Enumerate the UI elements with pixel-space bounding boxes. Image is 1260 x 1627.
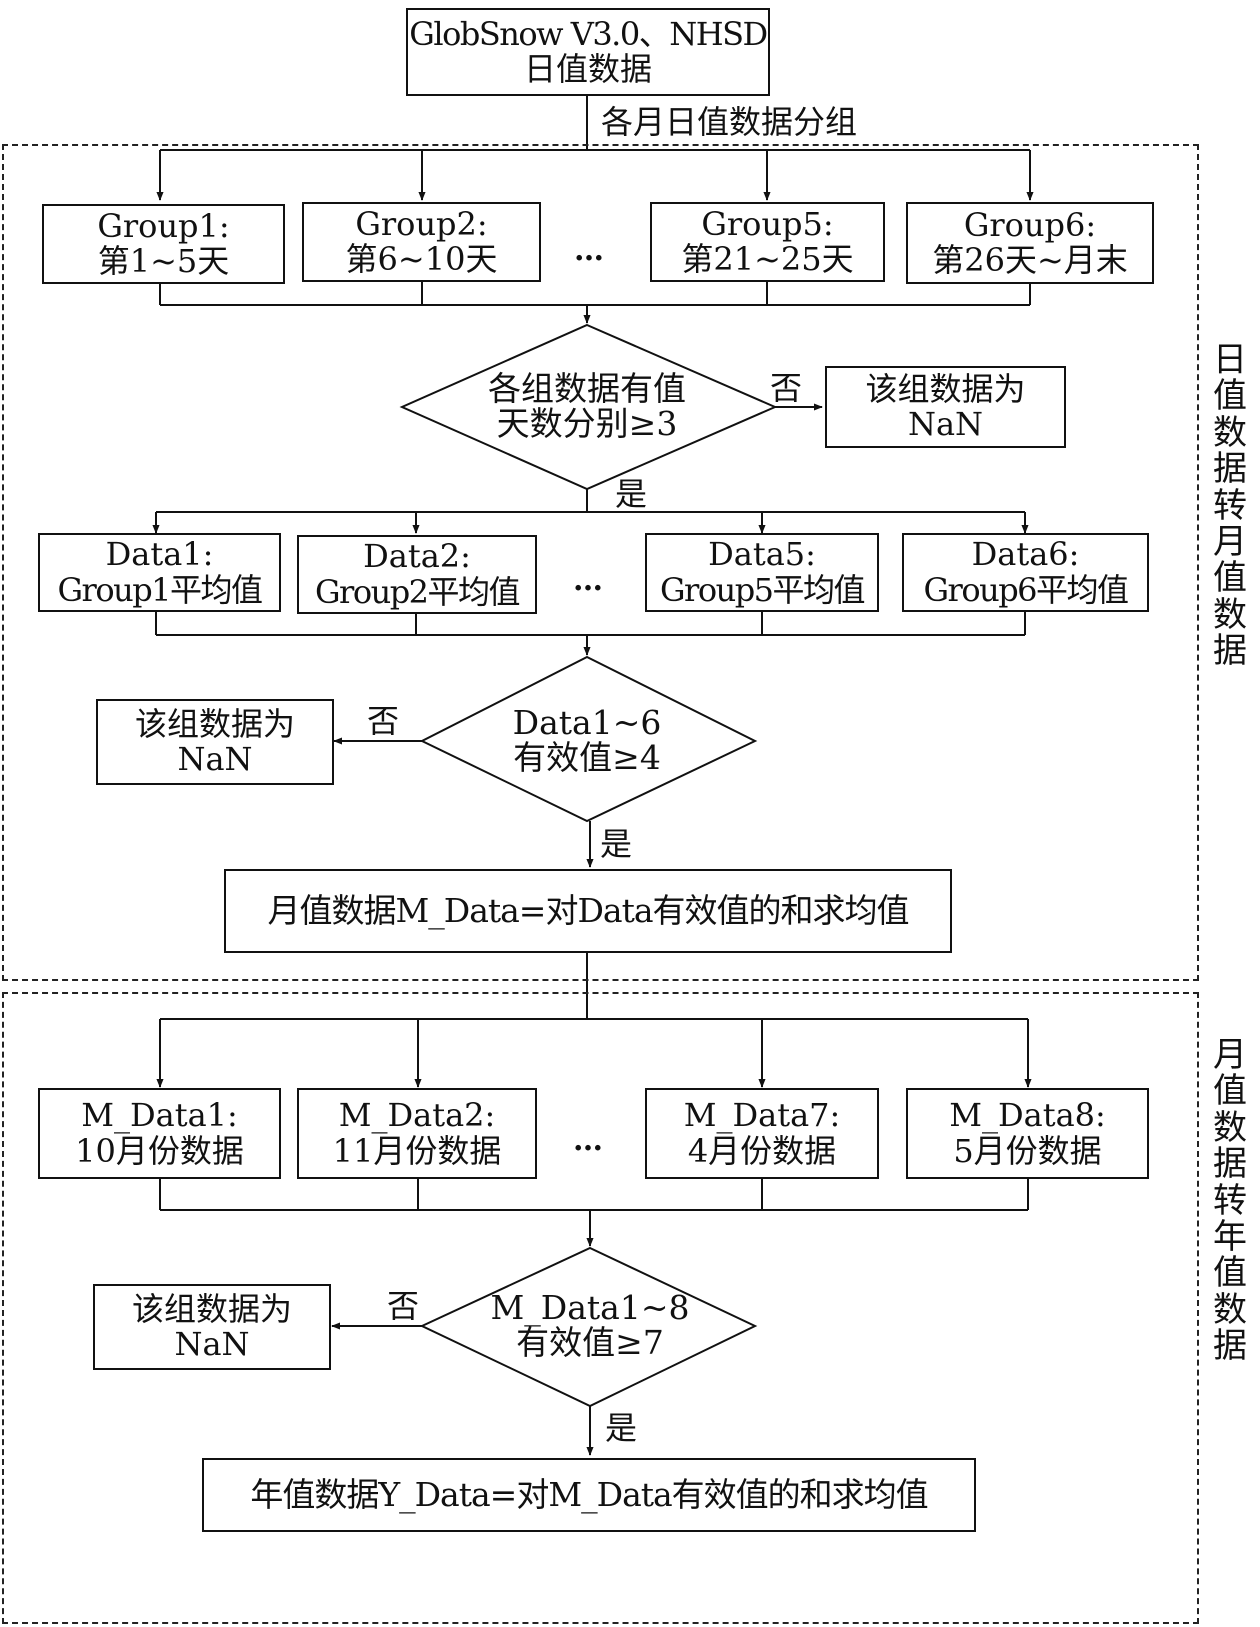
decision-1-line2: 天数分别≥3 — [496, 404, 678, 443]
decision-1-no-label: 否 — [770, 369, 803, 407]
yearly-result-box: 年值数据Y_Data=对M_Data有效值的和求均值 — [202, 1458, 976, 1532]
mdata-box-7: M_Data7: 4月份数据 — [645, 1088, 879, 1179]
ellipsis: … — [573, 563, 604, 598]
decision-3-yes-label: 是 — [605, 1409, 638, 1447]
nan-text: 该组数据为 — [134, 704, 295, 743]
group-id: Group6: — [963, 205, 1097, 244]
decision-diamond-1 — [399, 323, 778, 491]
nan-value: NaN — [174, 1325, 250, 1363]
data-box-1: Data1: Group1平均值 — [38, 533, 281, 612]
ellipsis: … — [574, 233, 605, 268]
data-id: Data2: — [363, 537, 471, 576]
yearly-result-text: 年值数据Y_Data=对M_Data有效值的和求均值 — [250, 1474, 928, 1514]
decision-3-text: M_Data1~8 有效值≥7 — [472, 1286, 708, 1366]
data-desc: Group1平均值 — [57, 570, 263, 609]
mdata-id: M_Data2: — [338, 1096, 496, 1135]
group-id: Group2: — [355, 204, 488, 243]
group-range: 第1~5天 — [97, 242, 230, 280]
mdata-month: 5月份数据 — [953, 1131, 1102, 1170]
data-id: Data1: — [105, 535, 214, 574]
mdata-box-2: M_Data2: 11月份数据 — [297, 1088, 537, 1179]
monthly-result-box: 月值数据M_Data=对Data有效值的和求均值 — [224, 869, 952, 953]
data-box-6: Data6: Group6平均值 — [902, 533, 1149, 612]
group-box-1: Group1: 第1~5天 — [42, 204, 285, 284]
mdata-box-8: M_Data8: 5月份数据 — [906, 1088, 1149, 1179]
decision-1-line1: 各组数据有值 — [488, 369, 686, 409]
group-range: 第26天~月末 — [932, 241, 1128, 279]
daily-to-monthly-panel — [2, 144, 1199, 981]
group-box-5: Group5: 第21~25天 — [650, 202, 885, 282]
mdata-id: M_Data8: — [949, 1096, 1106, 1135]
monthly-to-yearly-panel — [2, 992, 1199, 1624]
decision-3-line1: M_Data1~8 — [490, 1288, 690, 1328]
decision-2-no-label: 否 — [367, 702, 400, 740]
mdata-month: 4月份数据 — [687, 1131, 837, 1170]
group-id: Group1: — [97, 206, 230, 245]
source-subtitle: 日值数据 — [523, 50, 652, 88]
data-desc: Group2平均值 — [314, 572, 521, 611]
group-id: Group5: — [701, 204, 834, 243]
data-desc: Group5平均值 — [659, 570, 866, 609]
source-data-box: GlobSnow V3.0、NHSD 日值数据 — [406, 8, 770, 96]
daily-to-monthly-label: 日值数据转月值数据 — [1213, 340, 1247, 671]
decision-3-line2: 有效值≥7 — [516, 1323, 664, 1362]
data-box-2: Data2: Group2平均值 — [297, 535, 537, 614]
decision-2-line2: 有效值≥4 — [513, 738, 661, 777]
decision-3-no-label: 否 — [387, 1287, 420, 1325]
decision-1-yes-label: 是 — [615, 475, 648, 513]
mdata-month: 11月份数据 — [332, 1131, 502, 1170]
data-box-5: Data5: Group5平均值 — [645, 533, 879, 612]
decision-2-text: Data1~6 有效值≥4 — [477, 701, 697, 781]
decision-2-yes-label: 是 — [600, 825, 633, 863]
mdata-month: 10月份数据 — [75, 1131, 244, 1170]
decision-diamond-2 — [419, 655, 758, 823]
mdata-box-1: M_Data1: 10月份数据 — [38, 1088, 281, 1179]
nan-box-2: 该组数据为 NaN — [96, 699, 334, 785]
data-desc: Group6平均值 — [923, 570, 1129, 609]
ellipsis: … — [573, 1123, 604, 1158]
nan-value: NaN — [907, 405, 984, 443]
mdata-id: M_Data1: — [81, 1096, 238, 1135]
mdata-id: M_Data7: — [683, 1096, 841, 1135]
data-id: Data6: — [971, 535, 1080, 574]
split-label: 各月日值数据分组 — [601, 103, 858, 141]
group-box-6: Group6: 第26天~月末 — [906, 202, 1154, 284]
monthly-result-text: 月值数据M_Data=对Data有效值的和求均值 — [267, 890, 909, 930]
data-id: Data5: — [708, 535, 816, 574]
group-range: 第21~25天 — [681, 240, 854, 278]
decision-1-text: 各组数据有值 天数分别≥3 — [432, 367, 742, 447]
nan-box-1: 该组数据为 NaN — [825, 366, 1066, 448]
nan-text: 该组数据为 — [131, 1289, 292, 1328]
decision-diamond-3 — [419, 1246, 758, 1408]
group-box-2: Group2: 第6~10天 — [302, 202, 541, 282]
decision-2-line1: Data1~6 — [512, 703, 662, 743]
group-range: 第6~10天 — [345, 240, 498, 278]
nan-box-3: 该组数据为 NaN — [93, 1284, 331, 1370]
source-title: GlobSnow V3.0、NHSD — [409, 14, 768, 53]
nan-value: NaN — [177, 740, 253, 778]
nan-text: 该组数据为 — [865, 369, 1026, 408]
monthly-to-yearly-label: 月值数据转年值数据 — [1213, 1035, 1247, 1366]
